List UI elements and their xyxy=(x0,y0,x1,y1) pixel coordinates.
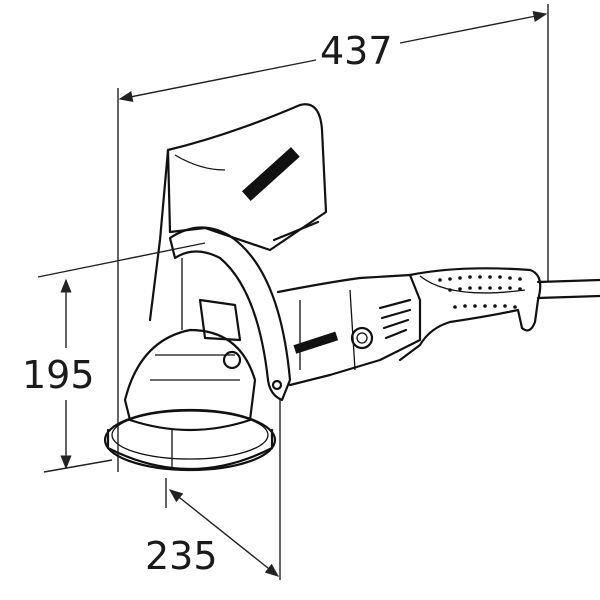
guard xyxy=(168,226,292,402)
base-disc xyxy=(103,298,277,472)
dimension-width xyxy=(165,400,281,580)
rear-handle xyxy=(398,267,600,362)
dimension-line xyxy=(168,489,280,577)
motor-body xyxy=(276,273,422,387)
extension-line-top xyxy=(37,242,206,278)
dimension-length xyxy=(117,4,549,472)
dimension-label-length: 437 xyxy=(320,29,393,73)
dimension-height xyxy=(37,242,206,473)
dust-hood xyxy=(148,103,328,322)
dimension-label-height: 195 xyxy=(22,353,95,397)
dimension-line xyxy=(399,10,548,44)
dimension-line xyxy=(118,59,317,103)
extension-line-bottom xyxy=(43,459,113,473)
dimension-label-width: 235 xyxy=(145,534,218,578)
makita-logo xyxy=(241,147,300,201)
power-cord xyxy=(536,278,600,300)
